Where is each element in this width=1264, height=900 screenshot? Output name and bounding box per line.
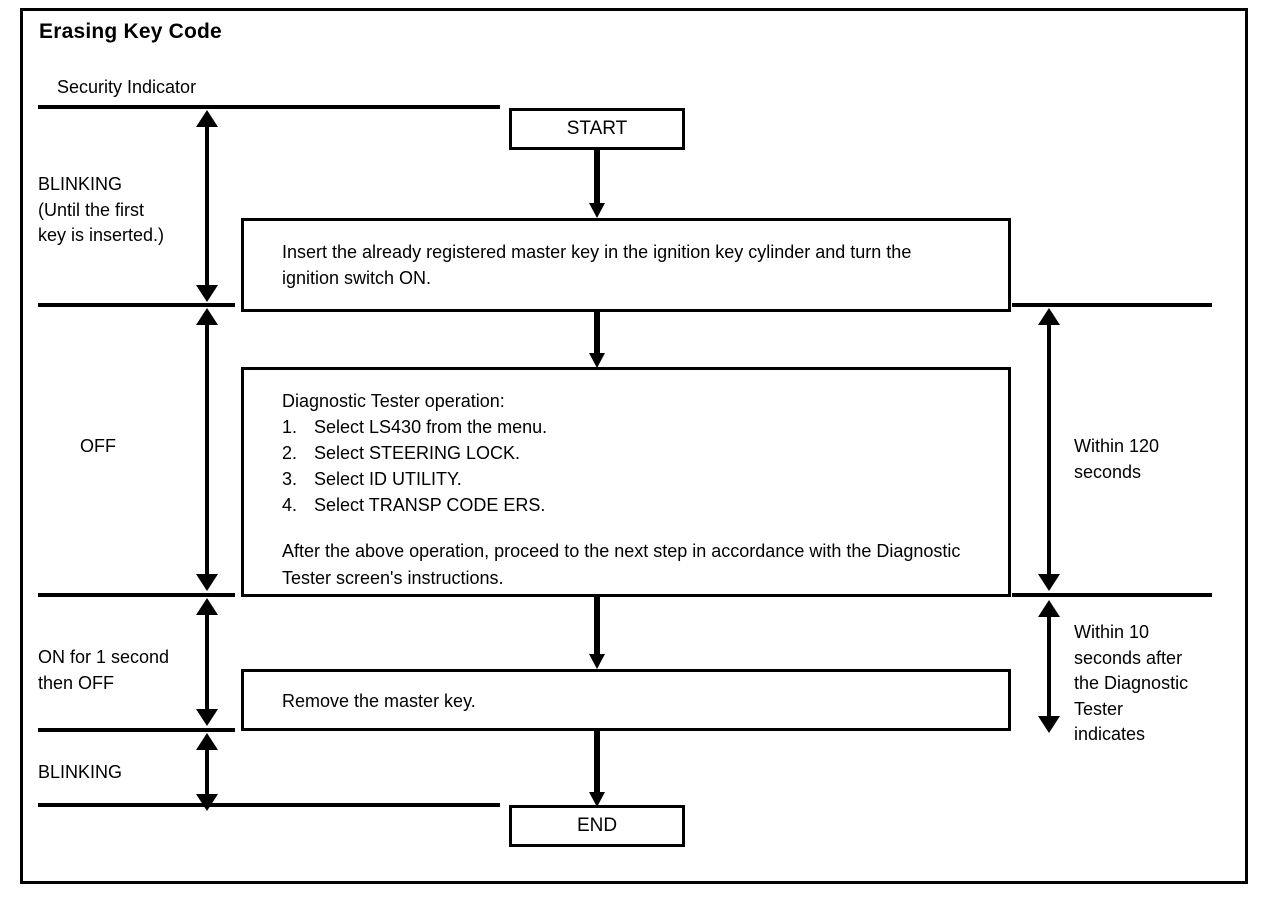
step-1-text: Insert the already registered master key…: [282, 242, 912, 289]
list-item-number: 2.: [282, 443, 298, 464]
step-3-text: Remove the master key.: [282, 691, 476, 711]
arrowhead-down-icon: [589, 654, 605, 669]
measure-arrow-blinking-first: [196, 110, 218, 302]
measure-arrow-off: [196, 308, 218, 591]
arrowhead-down-icon: [196, 709, 218, 726]
list-item-label: Select LS430 from the menu.: [314, 417, 548, 438]
separator-line-blink-off: [38, 303, 235, 307]
list-item: 4. Select TRANSP CODE ERS.: [282, 492, 1008, 518]
step-1-box[interactable]: Insert the already registered master key…: [241, 218, 1011, 312]
security-indicator-column-header: Security Indicator: [57, 77, 197, 97]
separator-line-right-top: [1012, 303, 1212, 307]
arrowhead-down-icon: [196, 794, 218, 811]
state-label-off: OFF: [80, 436, 116, 456]
separator-line-on-blink: [38, 728, 235, 732]
state-label-on-then-off: ON for 1 second then OFF: [38, 647, 170, 693]
list-item-number: 4.: [282, 495, 298, 516]
flow-arrow-step3-to-end: [589, 731, 605, 807]
step-2-spacer: [282, 518, 1008, 538]
separator-line-off-on: [38, 593, 235, 597]
list-item: 1. Select LS430 from the menu.: [282, 414, 1008, 440]
measure-arrow-within-10: [1038, 600, 1060, 733]
list-item-label: Select ID UTILITY.: [314, 469, 462, 490]
step-2-note: After the above operation, proceed to th…: [282, 541, 961, 588]
step-2-heading: Diagnostic Tester operation:: [282, 391, 505, 411]
end-node-label: END: [576, 815, 618, 836]
arrowhead-down-icon: [196, 574, 218, 591]
list-item: 2. Select STEERING LOCK.: [282, 440, 1008, 466]
step-3-box[interactable]: Remove the master key.: [241, 669, 1011, 731]
arrowhead-down-icon: [589, 792, 605, 807]
separator-line-top: [38, 105, 500, 109]
list-item-label: Select TRANSP CODE ERS.: [314, 495, 546, 516]
list-item-number: 3.: [282, 469, 298, 490]
flow-arrow-step2-to-step3: [589, 597, 605, 669]
flow-arrow-start-to-step1: [589, 150, 605, 218]
page-title: Erasing Key Code: [39, 20, 222, 43]
list-item-label: Select STEERING LOCK.: [314, 443, 521, 464]
timing-label-within-10: Within 10 seconds after the Diagnostic T…: [1074, 622, 1189, 745]
list-item-number: 1.: [282, 417, 298, 438]
flow-arrow-step1-to-step2: [589, 312, 605, 368]
state-label-blinking-first: BLINKING (Until the first key is inserte…: [38, 174, 165, 246]
list-item: 3. Select ID UTILITY.: [282, 466, 1008, 492]
start-node[interactable]: START: [509, 108, 685, 150]
arrowhead-down-icon: [1038, 716, 1060, 733]
measure-arrow-blinking-end: [196, 733, 218, 811]
measure-arrow-on-then-off: [196, 598, 218, 726]
step-2-box[interactable]: Diagnostic Tester operation: 1. Select L…: [241, 367, 1011, 597]
arrowhead-down-icon: [589, 203, 605, 218]
arrowhead-down-icon: [196, 285, 218, 302]
arrowhead-down-icon: [1038, 574, 1060, 591]
timing-label-within-120: Within 120 seconds: [1074, 436, 1160, 482]
separator-line-bottom: [38, 803, 500, 807]
step-2-list: 1. Select LS430 from the menu. 2. Select…: [282, 414, 1008, 518]
separator-line-right-mid: [1012, 593, 1212, 597]
measure-arrow-within-120: [1038, 308, 1060, 591]
arrowhead-down-icon: [589, 353, 605, 368]
start-node-label: START: [566, 118, 628, 139]
end-node[interactable]: END: [509, 805, 685, 847]
state-label-blinking-end: BLINKING: [38, 762, 123, 782]
